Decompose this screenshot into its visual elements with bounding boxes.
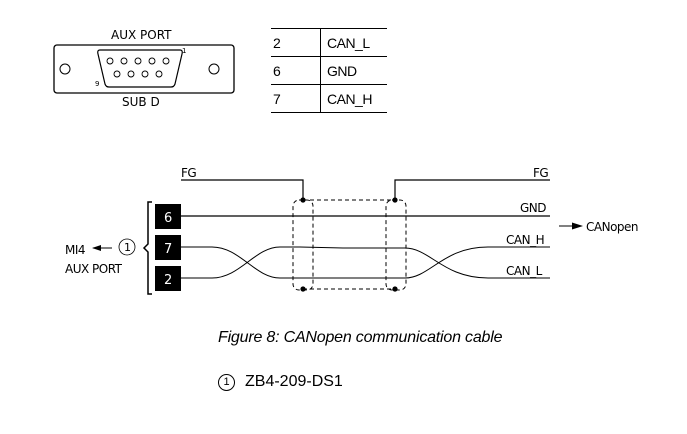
pin-label-last: 9	[95, 80, 99, 88]
destination-label: CANopen	[586, 220, 638, 234]
fg-wire-right	[394, 179, 550, 200]
legend-text: ZB4-209-DS1	[245, 373, 343, 390]
can-l-wire	[181, 246, 550, 279]
connector-pins	[106, 57, 170, 78]
mounting-hole-right	[208, 63, 220, 75]
signal-label-can-h: CAN_H	[506, 233, 544, 247]
arrow-left-icon	[92, 245, 101, 251]
connector-pin	[155, 70, 163, 78]
pin-box-6: 6	[155, 204, 181, 229]
pin-box-label: 6	[164, 211, 172, 226]
pin-box-7: 7	[155, 235, 181, 260]
shield-junction-dot	[392, 286, 398, 292]
signal-label-can-l: CAN_L	[506, 264, 543, 278]
connector-pin	[134, 57, 142, 65]
shield-right-end	[385, 199, 407, 291]
figure-caption: Figure 8: CANopen communication cable	[218, 329, 503, 346]
connector-pin	[148, 57, 156, 65]
pin-label-first: 1	[182, 47, 186, 55]
pin-assignment-table: 2 CAN_L 6 GND 7 CAN_H	[271, 28, 387, 113]
table-row: 2 CAN_L	[271, 28, 387, 57]
connector-title: AUX PORT	[111, 28, 172, 42]
can-h-wire	[181, 246, 550, 279]
pin-box-2: 2	[155, 266, 181, 291]
connector-pin	[141, 70, 149, 78]
left-label-line2: AUX PORT	[65, 262, 123, 276]
connector-shell	[53, 44, 235, 94]
signal-cell: GND	[320, 56, 387, 85]
shield-junction-dot	[300, 197, 306, 203]
shield-left-end	[292, 199, 314, 291]
connector-d-shape	[97, 49, 183, 88]
pin-box-label: 2	[164, 273, 172, 288]
callout-marker: 1	[124, 241, 131, 254]
cable-shield	[292, 199, 407, 291]
fg-wire-left	[181, 179, 304, 200]
legend: 1 ZB4-209-DS1	[218, 373, 343, 391]
pin-cell: 2	[271, 28, 321, 57]
connector-pin	[120, 57, 128, 65]
wiring-diagram: MI4 AUX PORT 1 6 7 2 FG FG GND C	[65, 166, 639, 295]
connector-pin	[113, 70, 121, 78]
table-row: 6 GND	[271, 56, 387, 85]
left-label-line1: MI4	[65, 243, 85, 257]
shield-junction-dot	[300, 286, 306, 292]
mounting-hole-left	[59, 63, 71, 75]
shield-junction-dot	[392, 197, 398, 203]
signal-cell: CAN_L	[320, 28, 387, 57]
connector-pin	[127, 70, 135, 78]
pin-cell: 6	[271, 56, 321, 85]
connector-subtitle: SUB D	[122, 95, 160, 109]
pin-box-label: 7	[164, 242, 172, 257]
arrow-right-icon	[572, 222, 583, 230]
connector-pin	[162, 57, 170, 65]
fg-label-right: FG	[533, 166, 548, 180]
subd-connector: AUX PORT 1 9 SUB D	[53, 28, 235, 109]
signal-label-gnd: GND	[520, 201, 546, 215]
callout-circle	[118, 238, 136, 256]
signal-cell: CAN_H	[320, 84, 387, 113]
pin-cell: 7	[271, 84, 321, 113]
fg-label-left: FG	[181, 166, 196, 180]
legend-marker: 1	[218, 373, 235, 391]
connector-pin	[106, 57, 114, 65]
table-row: 7 CAN_H	[271, 84, 387, 113]
brace	[142, 201, 152, 295]
